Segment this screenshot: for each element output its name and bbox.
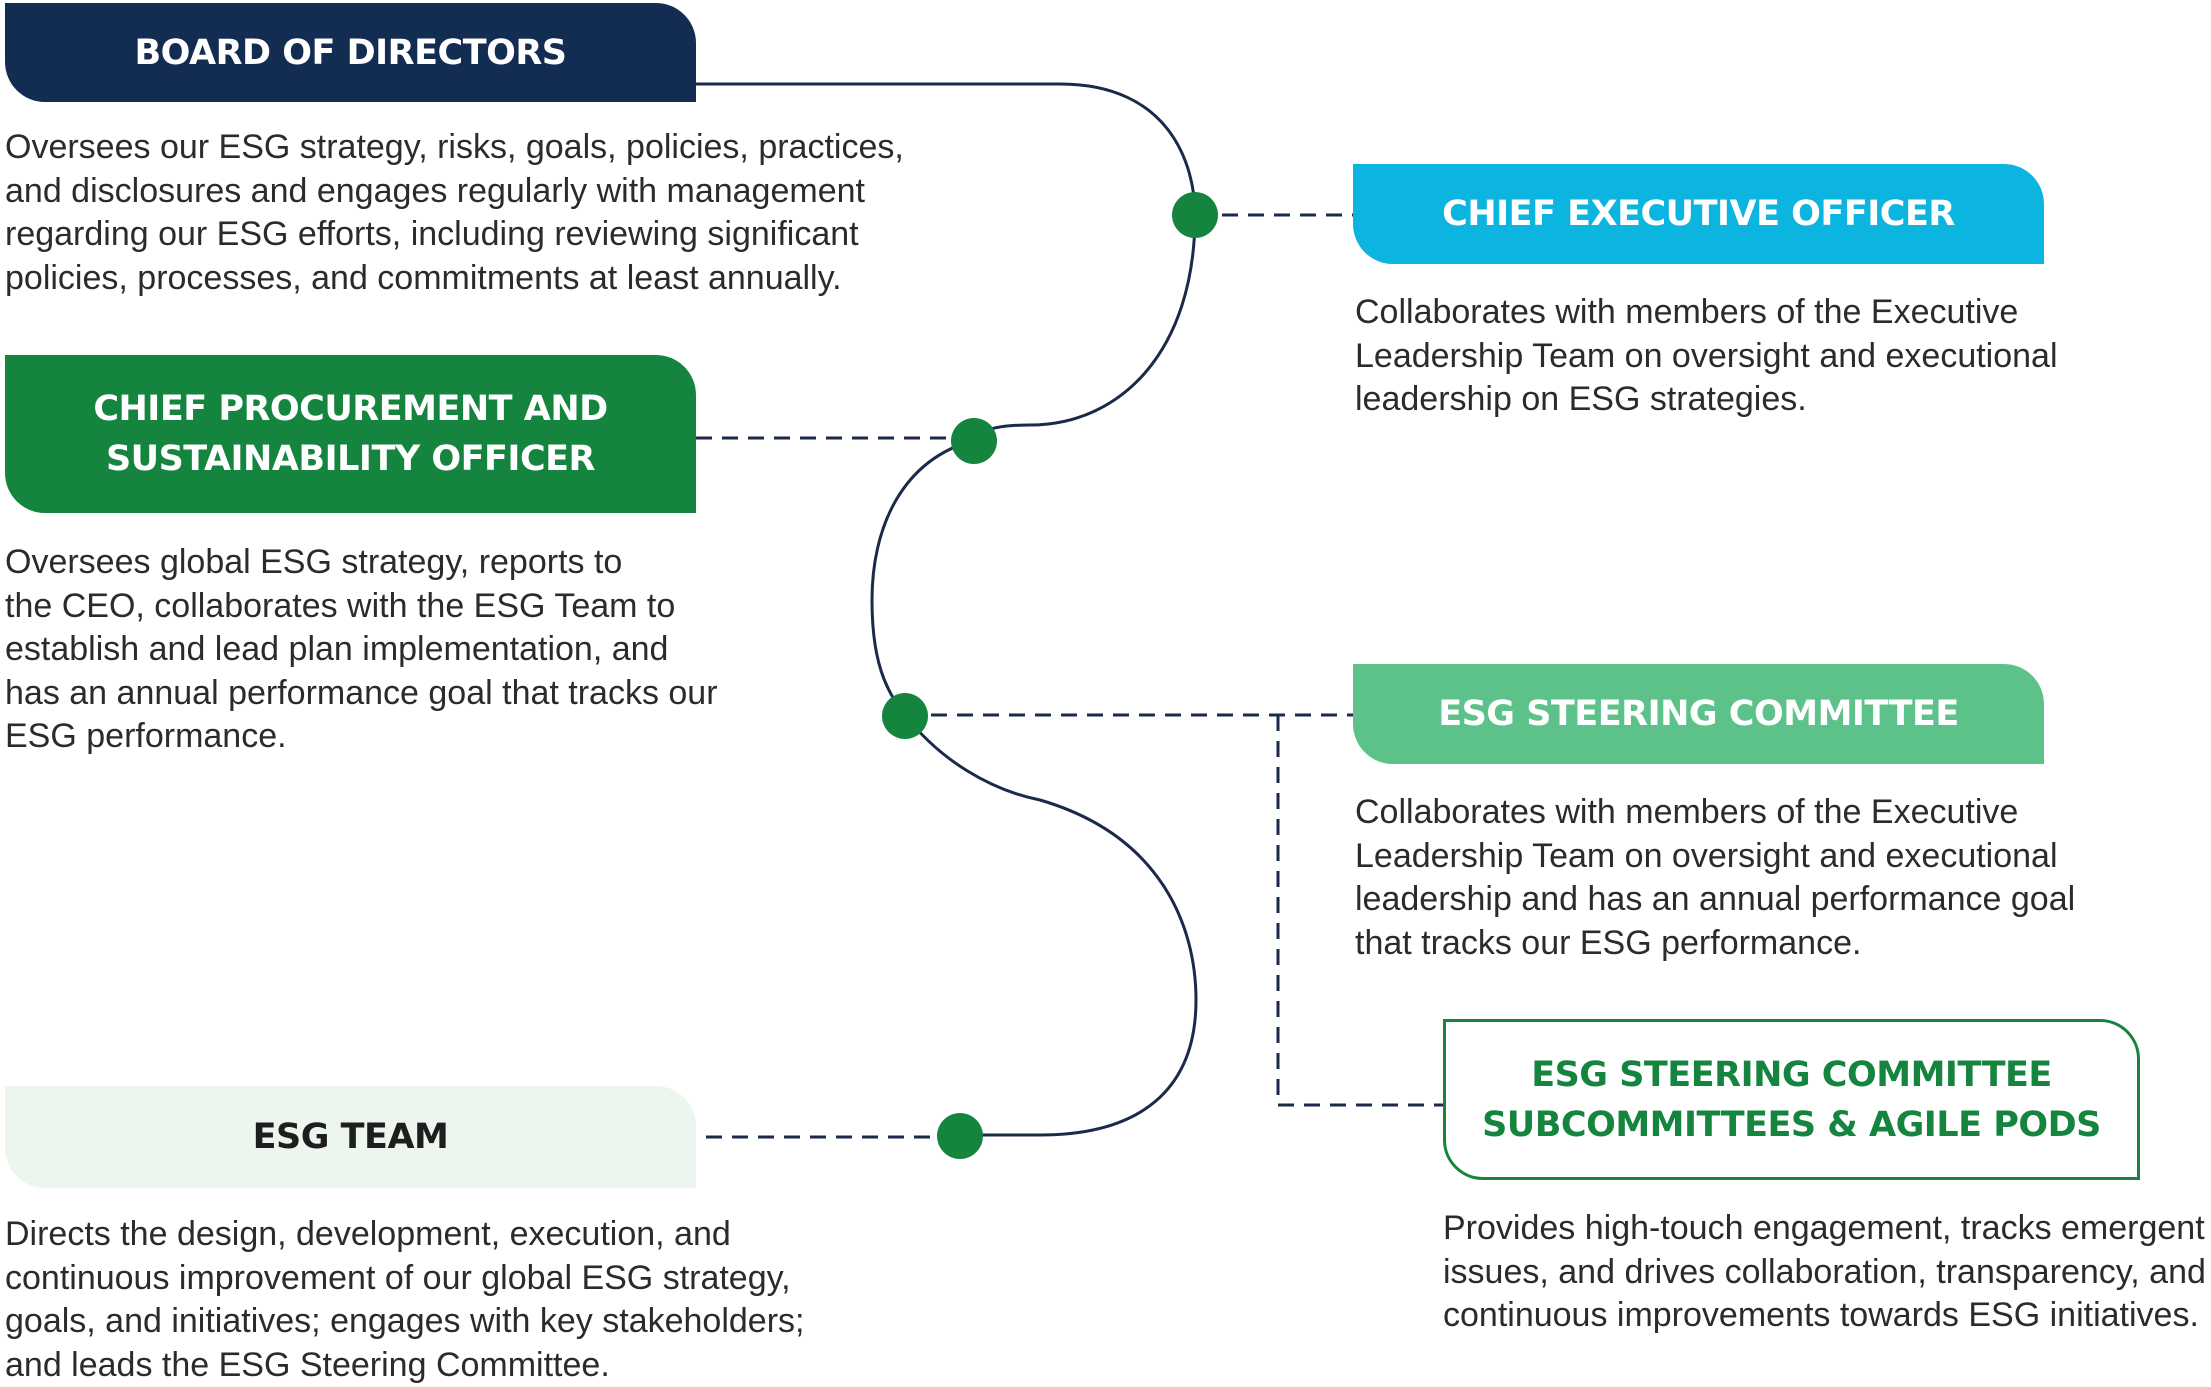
ceo-description: Collaborates with members of the Executi… xyxy=(1355,291,2058,422)
esg-team-header: ESG TEAM xyxy=(5,1086,696,1188)
cpso-description-line: has an annual performance goal that trac… xyxy=(5,672,718,716)
subcommittees-description-line: Provides high-touch engagement, tracks e… xyxy=(1443,1207,2206,1251)
ceo-title: CHIEF EXECUTIVE OFFICER xyxy=(1442,194,1955,234)
chief-executive-officer-header: CHIEF EXECUTIVE OFFICER xyxy=(1353,164,2044,264)
node-dot-ceo xyxy=(1172,192,1218,238)
subcommittees-description: Provides high-touch engagement, tracks e… xyxy=(1443,1207,2206,1338)
subcommittees-agile-pods-header: ESG STEERING COMMITTEE SUBCOMMITTEES & A… xyxy=(1443,1019,2140,1180)
cpso-title-line: SUSTAINABILITY OFFICER xyxy=(93,434,607,484)
steering-description-line: that tracks our ESG performance. xyxy=(1355,922,2075,966)
subcommittees-title-line: SUBCOMMITTEES & AGILE PODS xyxy=(1482,1100,2101,1150)
subcommittees-description-line: issues, and drives collaboration, transp… xyxy=(1443,1251,2206,1295)
subcommittees-description-line: continuous improvements towards ESG init… xyxy=(1443,1294,2206,1338)
ceo-description-line: Collaborates with members of the Executi… xyxy=(1355,291,2058,335)
cpso-description-line: the CEO, collaborates with the ESG Team … xyxy=(5,585,718,629)
board-title: BOARD OF DIRECTORS xyxy=(134,33,566,73)
board-description-line: policies, processes, and commitments at … xyxy=(5,257,904,301)
esg-team-description: Directs the design, development, executi… xyxy=(5,1213,804,1387)
board-description-line: and disclosures and engages regularly wi… xyxy=(5,170,904,214)
esg-team-description-line: continuous improvement of our global ESG… xyxy=(5,1257,804,1301)
cpso-description-line: establish and lead plan implementation, … xyxy=(5,628,718,672)
node-dot-steering xyxy=(882,693,928,739)
cpso-title-line: CHIEF PROCUREMENT AND xyxy=(93,384,607,434)
cpso-description-line: ESG performance. xyxy=(5,715,718,759)
steering-title: ESG STEERING COMMITTEE xyxy=(1438,694,1959,734)
node-dot-esg-team xyxy=(937,1113,983,1159)
esg-team-description-line: Directs the design, development, executi… xyxy=(5,1213,804,1257)
chief-procurement-sustainability-officer-header: CHIEF PROCUREMENT AND SUSTAINABILITY OFF… xyxy=(5,355,696,513)
esg-team-title: ESG TEAM xyxy=(253,1117,449,1157)
steering-description-line: Collaborates with members of the Executi… xyxy=(1355,791,2075,835)
board-description-line: Oversees our ESG strategy, risks, goals,… xyxy=(5,126,904,170)
cpso-description: Oversees global ESG strategy, reports to… xyxy=(5,541,718,759)
steering-description-line: Leadership Team on oversight and executi… xyxy=(1355,835,2075,879)
esg-team-description-line: goals, and initiatives; engages with key… xyxy=(5,1300,804,1344)
esg-team-description-line: and leads the ESG Steering Committee. xyxy=(5,1344,804,1387)
steering-description: Collaborates with members of the Executi… xyxy=(1355,791,2075,965)
board-of-directors-header: BOARD OF DIRECTORS xyxy=(5,3,696,102)
board-description: Oversees our ESG strategy, risks, goals,… xyxy=(5,126,904,300)
cpso-description-line: Oversees global ESG strategy, reports to xyxy=(5,541,718,585)
ceo-description-line: leadership on ESG strategies. xyxy=(1355,378,2058,422)
esg-steering-committee-header: ESG STEERING COMMITTEE xyxy=(1353,664,2044,764)
node-dot-cpso xyxy=(951,418,997,464)
subcommittees-title-line: ESG STEERING COMMITTEE xyxy=(1482,1050,2101,1100)
board-description-line: regarding our ESG efforts, including rev… xyxy=(5,213,904,257)
steering-description-line: leadership and has an annual performance… xyxy=(1355,878,2075,922)
ceo-description-line: Leadership Team on oversight and executi… xyxy=(1355,335,2058,379)
